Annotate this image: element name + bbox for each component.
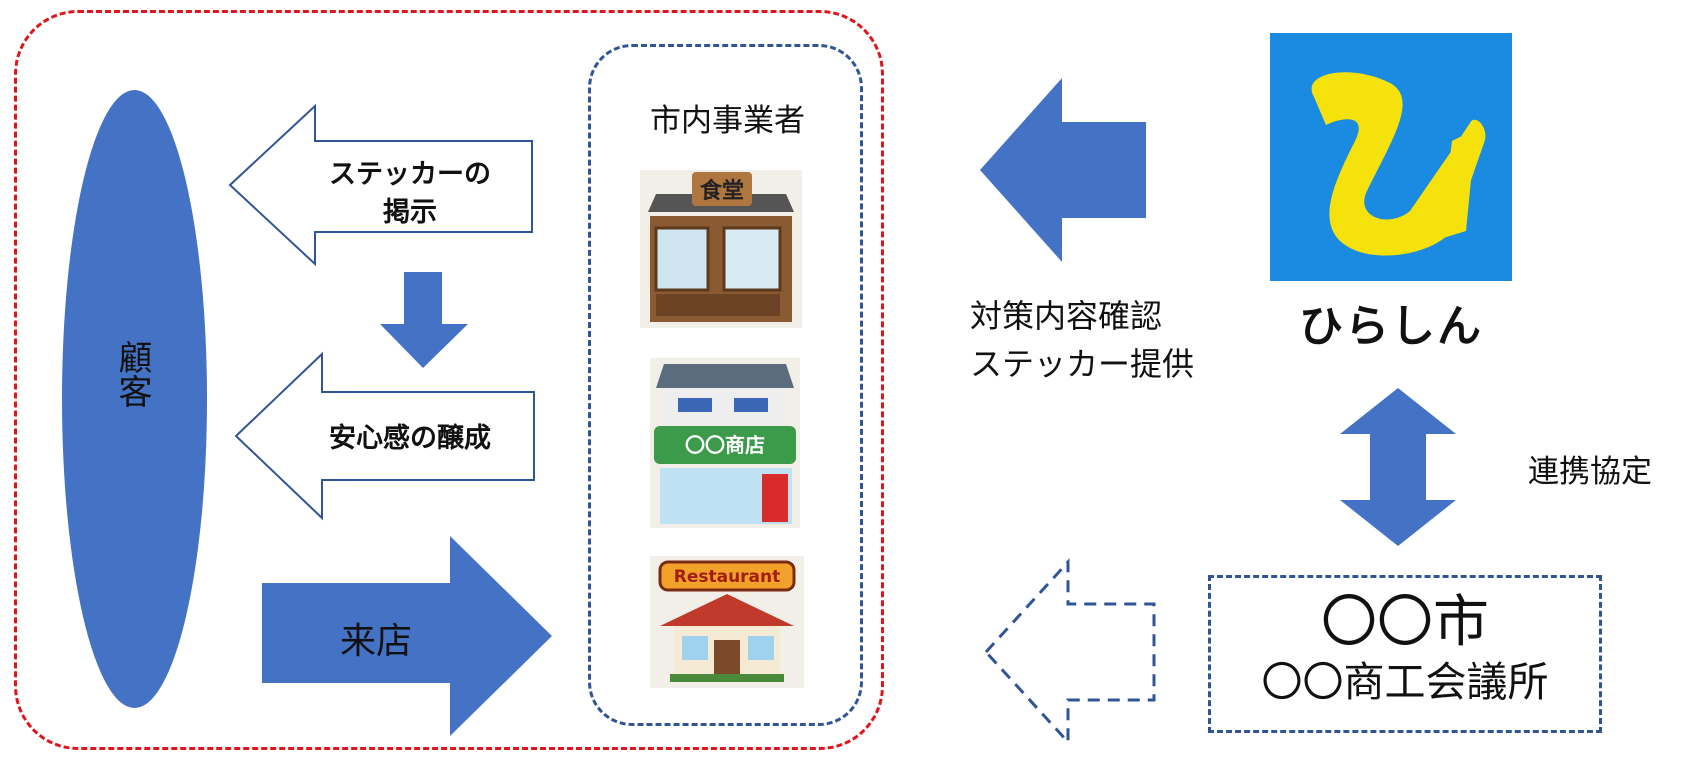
partnership-label: 連携協定 <box>1528 454 1652 490</box>
city-to-merchants-arrow <box>983 558 1156 746</box>
bank-to-merchants-arrow <box>980 78 1146 262</box>
chamber-name: 〇〇商工会議所 <box>1261 658 1549 706</box>
sense-of-security-arrow <box>234 351 535 521</box>
bank-provides-label: 対策内容確認 ステッカー提供 <box>970 297 1195 383</box>
restaurant-sign: Restaurant <box>674 567 781 587</box>
sense-of-security-label: 安心感の醸成 <box>329 423 491 454</box>
bank-logo-text: ひらしん <box>1299 301 1483 352</box>
partnership-arrow <box>1340 388 1456 546</box>
restaurant-illustration: Restaurant <box>650 556 804 688</box>
sticker-display-label: ステッカーの 掲示 <box>329 159 491 228</box>
sticker-display-arrow <box>228 103 533 267</box>
down-arrow <box>380 272 468 368</box>
diner-illustration: 食堂 <box>640 170 802 328</box>
city-chamber-box: 〇〇市 〇〇商工会議所 <box>1208 575 1602 733</box>
bank-logo <box>1270 33 1512 348</box>
customer-ellipse <box>62 90 207 708</box>
city-name: 〇〇市 <box>1321 590 1489 655</box>
shop-sign: 〇〇商店 <box>685 433 765 457</box>
merchants-label: 市内事業者 <box>650 103 805 139</box>
customer-label: 顧客 <box>112 340 152 408</box>
diner-sign: 食堂 <box>700 178 744 204</box>
visit-store-arrow <box>262 536 552 736</box>
visit-store-label: 来店 <box>340 621 413 662</box>
shop-illustration: 〇〇商店 <box>650 358 800 528</box>
customer-merchant-group-frame <box>14 10 884 750</box>
merchants-group-frame <box>588 44 863 726</box>
